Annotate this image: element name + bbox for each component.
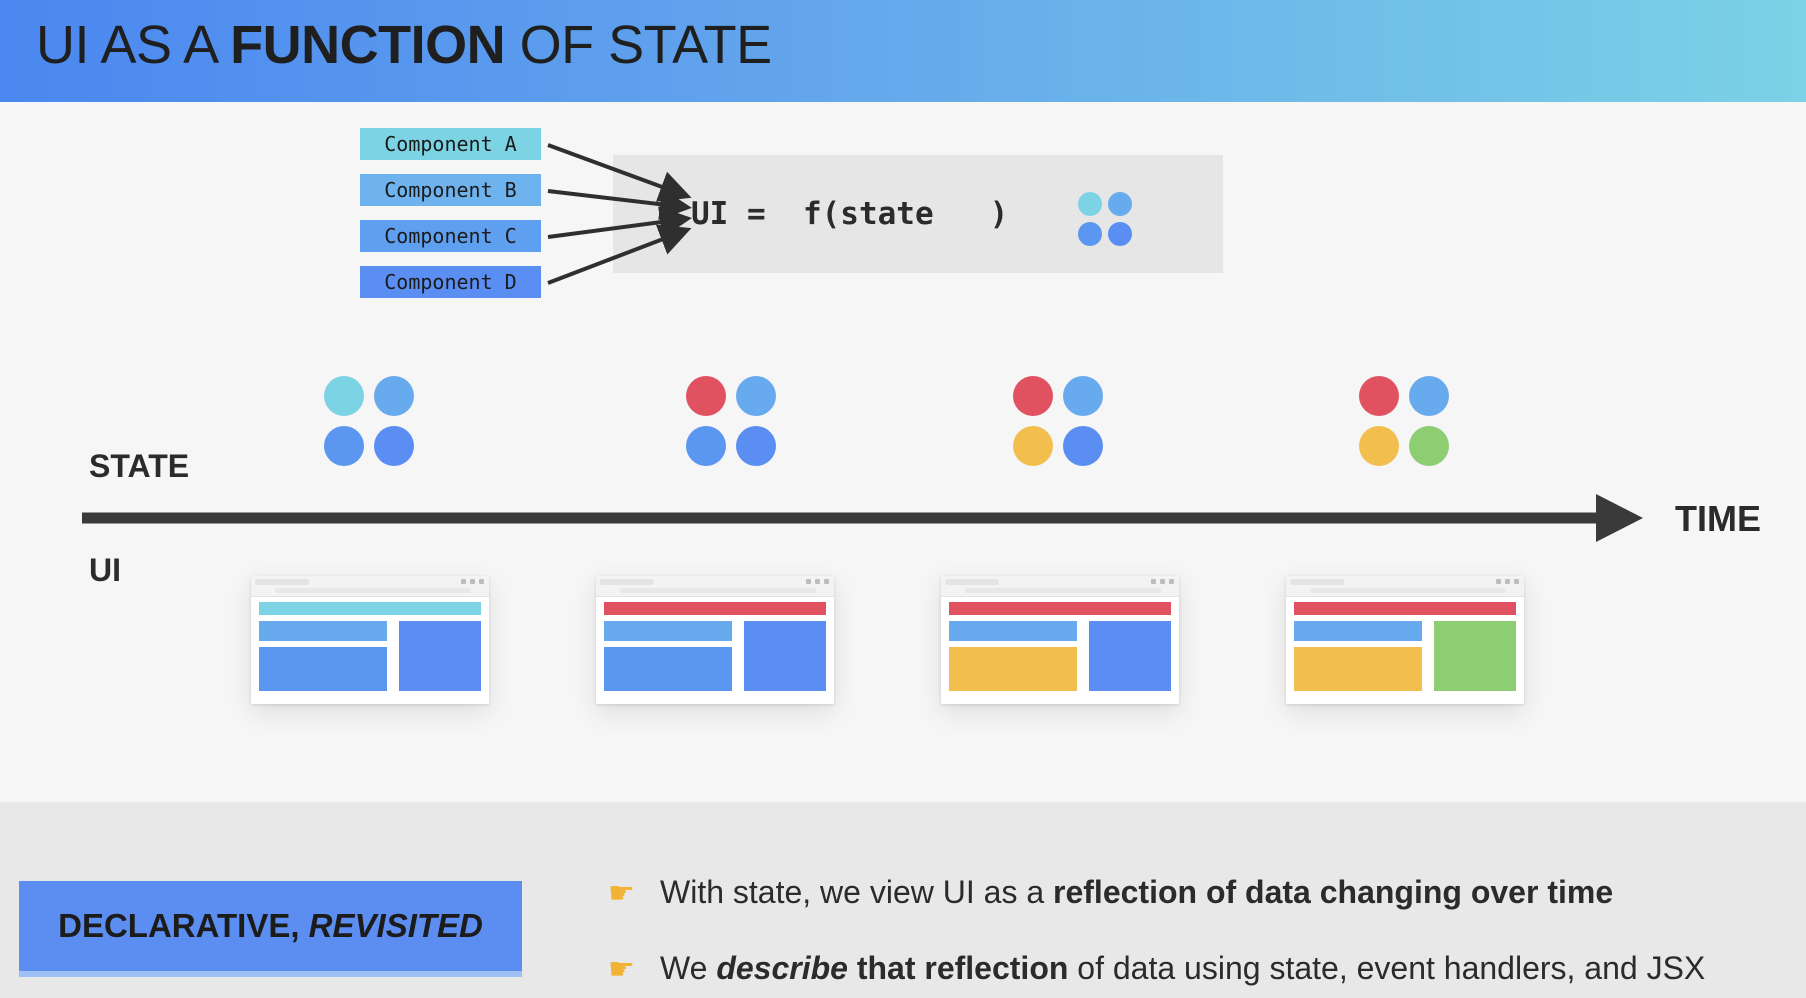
state-dot: [736, 426, 776, 466]
state-dot: [374, 376, 414, 416]
maximize-icon: [1160, 579, 1165, 584]
ui-block-bottom-left: [604, 647, 732, 691]
bullet-1: ☛ With state, we view UI as a reflection …: [608, 872, 1613, 914]
pointing-hand-icon: ☛: [608, 877, 635, 910]
title-text-2: OF STATE: [505, 15, 773, 75]
browser-address-bar: [1310, 588, 1506, 593]
state-dot: [1063, 376, 1103, 416]
formula-state-dot-2: [1108, 192, 1132, 216]
state-dot: [1063, 426, 1103, 466]
ui-block-header: [259, 602, 481, 615]
title-text-1: UI AS A: [36, 15, 231, 75]
time-axis-arrowhead: [1596, 494, 1643, 542]
close-icon: [1514, 579, 1519, 584]
ui-block-top-left: [949, 621, 1077, 641]
state-dot: [1013, 426, 1053, 466]
ui-window: [596, 576, 834, 704]
browser-address-bar: [275, 588, 471, 593]
browser-chrome: [596, 576, 834, 597]
bullet-2-italic: describe: [716, 950, 848, 986]
browser-tab: [255, 579, 309, 585]
component-c-box: Component C: [360, 220, 541, 252]
minimize-icon: [1151, 579, 1156, 584]
bullet-1-bold: reflection of data changing over time: [1053, 874, 1614, 910]
minimize-icon: [806, 579, 811, 584]
minimize-icon: [1496, 579, 1501, 584]
ui-block-header: [604, 602, 826, 615]
formula-state-dot-4: [1108, 222, 1132, 246]
state-dot: [686, 376, 726, 416]
formula-text: UI = f(state ): [691, 196, 1009, 232]
browser-tab: [945, 579, 999, 585]
slide-title: UI AS A FUNCTION OF STATE: [36, 10, 772, 80]
state-dot: [1359, 426, 1399, 466]
title-bar: UI AS A FUNCTION OF STATE: [0, 0, 1806, 102]
arrow-component-a: [547, 143, 692, 202]
component-a-box: Component A: [360, 128, 541, 160]
state-label: STATE: [89, 448, 190, 484]
browser-chrome: [941, 576, 1179, 597]
close-icon: [1169, 579, 1174, 584]
maximize-icon: [470, 579, 475, 584]
state-dot: [1409, 376, 1449, 416]
state-dot: [686, 426, 726, 466]
ui-window: [251, 576, 489, 704]
ui-block-bottom-left: [1294, 647, 1422, 691]
state-dot: [736, 376, 776, 416]
revisited-text: REVISITED: [308, 907, 483, 944]
maximize-icon: [815, 579, 820, 584]
pointing-hand-icon: ☛: [608, 953, 635, 986]
bullet-2-text-2: of data using state, event handlers, and…: [1068, 950, 1706, 986]
ui-block-top-left: [604, 621, 732, 641]
state-dot: [324, 426, 364, 466]
state-dot: [1013, 376, 1053, 416]
bullet-1-text: With state, we view UI as a: [660, 874, 1054, 910]
bullet-2-bold: that reflection: [847, 950, 1069, 986]
arrow-component-d: [547, 224, 692, 285]
state-dot: [1409, 426, 1449, 466]
component-d-box: Component D: [360, 266, 541, 298]
browser-chrome: [1286, 576, 1524, 597]
ui-block-right: [1089, 621, 1171, 691]
ui-window: [941, 576, 1179, 704]
declarative-text: DECLARATIVE,: [58, 907, 309, 944]
ui-block-right: [1434, 621, 1516, 691]
arrow-component-b: [547, 188, 692, 221]
browser-address-bar: [965, 588, 1161, 593]
bullet-2-text-1: We: [660, 950, 717, 986]
arrow-component-c: [547, 206, 692, 239]
browser-tab: [1290, 579, 1344, 585]
browser-address-bar: [620, 588, 816, 593]
ui-block-right: [744, 621, 826, 691]
close-icon: [479, 579, 484, 584]
ui-window: [1286, 576, 1524, 704]
close-icon: [824, 579, 829, 584]
ui-block-bottom-left: [949, 647, 1077, 691]
ui-block-header: [949, 602, 1171, 615]
browser-chrome: [251, 576, 489, 597]
state-dot: [374, 426, 414, 466]
ui-block-bottom-left: [259, 647, 387, 691]
declarative-revisited-badge: DECLARATIVE, REVISITED: [19, 881, 522, 971]
declarative-revisited-label: DECLARATIVE, REVISITED: [19, 881, 522, 971]
time-label: TIME: [1675, 498, 1761, 539]
ui-block-header: [1294, 602, 1516, 615]
maximize-icon: [1505, 579, 1510, 584]
state-dot: [324, 376, 364, 416]
ui-block-right: [399, 621, 481, 691]
ui-label: UI: [89, 552, 121, 588]
browser-tab: [600, 579, 654, 585]
component-b-box: Component B: [360, 174, 541, 206]
formula-state-dot-3: [1078, 222, 1102, 246]
ui-block-top-left: [1294, 621, 1422, 641]
ui-block-top-left: [259, 621, 387, 641]
title-text-bold: FUNCTION: [230, 15, 506, 75]
formula-state-dot-1: [1078, 192, 1102, 216]
state-dot: [1359, 376, 1399, 416]
bullet-2: ☛ We describe that reflection of data usi…: [608, 948, 1705, 990]
minimize-icon: [461, 579, 466, 584]
